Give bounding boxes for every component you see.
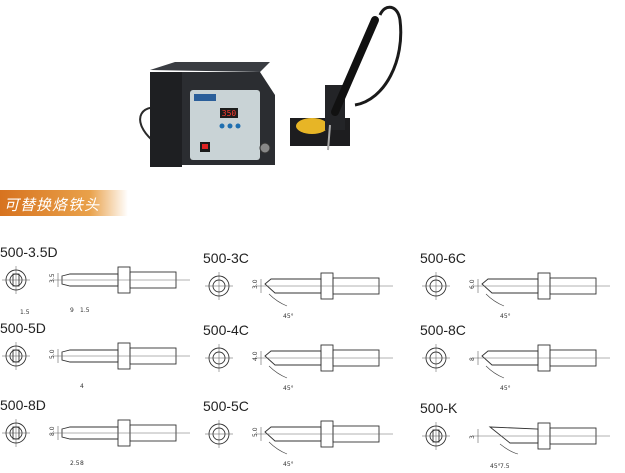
tip-side-view — [52, 342, 190, 370]
banner-title: 可替换烙铁头 — [4, 196, 101, 214]
tip-dimension-label: 3 — [469, 435, 476, 439]
tip-dimension-label: 4.0 — [252, 351, 259, 361]
tip-dimension-label: 8 — [469, 357, 476, 361]
tip-dimension-label: 3.0 — [252, 279, 259, 289]
tip-dimension-label: 1.5 — [20, 309, 30, 316]
tip-side-view — [472, 272, 610, 307]
tip-diagram: 500-6C 6.0 45° — [420, 250, 625, 320]
tip-drawing: 3.0 45° — [205, 272, 393, 320]
tip-drawing: 8.0 82.5 — [2, 419, 190, 467]
tip-diagram: 500-4C 4.0 45° — [203, 322, 413, 392]
tip-model-label: 500-8C — [420, 322, 466, 338]
tip-dimension-label: 45° — [283, 313, 294, 320]
tip-dimension-label: 45° — [500, 313, 511, 320]
tip-end-view — [422, 344, 450, 372]
tip-side-view — [52, 419, 190, 447]
tip-side-view — [472, 344, 610, 379]
tip-drawing: 8 45° — [422, 344, 610, 392]
tip-dimension-label: 1.5 — [80, 307, 90, 314]
tip-dimension-label: 3.5 — [49, 273, 56, 283]
tip-dimension-label: 9 — [70, 307, 74, 314]
tip-dimension-label: 45° — [283, 385, 294, 392]
tip-side-view — [52, 266, 190, 294]
tip-diagram: 500-3C 3.0 45° — [203, 250, 413, 320]
tip-dimension-label: 4 — [80, 383, 84, 390]
tip-end-view — [422, 422, 450, 450]
tip-dimension-label: 5.0 — [252, 427, 259, 437]
tip-side-view — [255, 344, 393, 379]
tip-model-label: 500-6C — [420, 250, 466, 266]
tip-drawing: 6.0 45° — [422, 272, 610, 320]
tip-side-view — [255, 272, 393, 307]
tip-end-view — [2, 342, 30, 370]
tip-end-view — [205, 344, 233, 372]
tip-end-view — [2, 419, 30, 447]
tip-model-label: 500-4C — [203, 322, 249, 338]
tip-model-label: 500-8D — [0, 397, 46, 413]
tip-dimension-label: 7.5 — [500, 463, 510, 470]
soldering-station-illustration: 350 — [139, 5, 403, 167]
tip-end-view — [422, 272, 450, 300]
tip-model-label: 500-5D — [0, 320, 46, 336]
tip-drawing: 3.5 1.5 9 1.5 — [2, 266, 190, 316]
tip-model-label: 500-3C — [203, 250, 249, 266]
tip-side-view — [255, 420, 393, 455]
tip-dimension-label: 6.0 — [469, 279, 476, 289]
tip-diagram: 500-8C 8 45° — [420, 322, 625, 392]
tip-diagram: 500-5C 5.0 45° — [203, 398, 413, 468]
tip-diagram: 500-3.5D 3.5 1.5 9 1.5 — [0, 244, 210, 316]
tip-drawing: 5.04 — [2, 342, 190, 390]
tip-model-label: 500-K — [420, 400, 458, 416]
tip-end-view — [2, 266, 30, 294]
tip-end-view — [205, 420, 233, 448]
tip-side-view — [472, 422, 610, 455]
temperature-display: 350 — [222, 109, 237, 118]
tip-model-label: 500-3.5D — [0, 244, 58, 260]
tip-drawing: 4.0 45° — [205, 344, 393, 392]
tip-dimension-label: 5.0 — [49, 349, 56, 359]
tip-drawing: 5.0 45° — [205, 420, 393, 468]
tip-drawing: 3 7.545° — [422, 422, 610, 470]
tip-dimension-label: 45° — [500, 385, 511, 392]
tip-end-view — [205, 272, 233, 300]
tip-dimension-label: 2.5 — [70, 460, 80, 467]
tip-dimension-label: 45° — [490, 463, 501, 470]
tip-dimension-label: 45° — [283, 461, 294, 468]
tip-dimension-label: 8 — [80, 460, 84, 467]
tip-model-label: 500-5C — [203, 398, 249, 414]
tip-dimension-label: 8.0 — [49, 426, 56, 436]
replacement-tips-banner: 可替换烙铁头 — [0, 190, 128, 216]
